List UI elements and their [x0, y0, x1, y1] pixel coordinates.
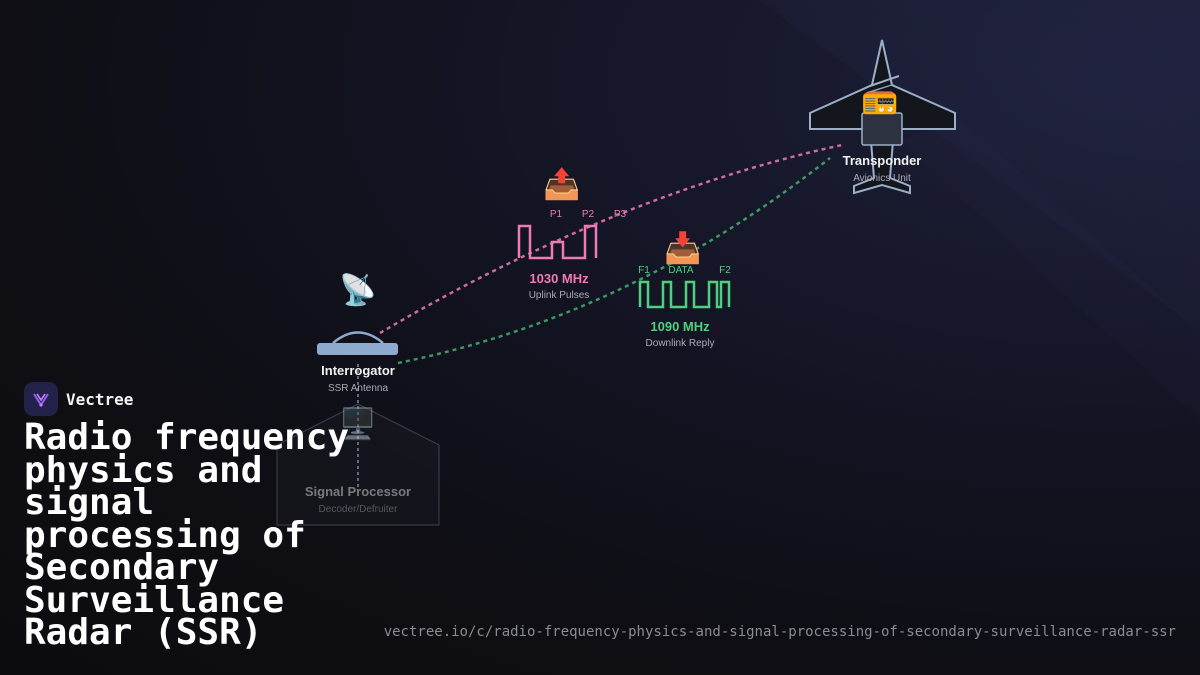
uplink-pulse-label: P2	[581, 209, 595, 220]
downlink-pulse-label: F1	[638, 265, 650, 276]
uplink-path	[379, 143, 843, 335]
processor-label: Signal Processor Decoder/Defruiter	[288, 484, 428, 515]
downlink-path	[397, 157, 831, 365]
uplink-pulse-label: P3	[613, 209, 627, 220]
vectree-logo-icon	[24, 382, 58, 416]
brand: Vectree	[24, 382, 133, 416]
uplink-pulse-train	[517, 224, 598, 260]
transponder-title: Transponder	[842, 153, 922, 168]
downlink-frequency: 1090 MHz	[650, 319, 710, 334]
uplink-caption: Uplink Pulses	[528, 290, 590, 301]
transponder-label: Transponder Avionics Unit	[822, 153, 942, 184]
page-url[interactable]: vectree.io/c/radio-frequency-physics-and…	[383, 624, 1176, 640]
brand-name: Vectree	[66, 389, 134, 409]
antenna-dome	[332, 331, 384, 344]
downlink-pulse-train	[638, 280, 731, 309]
outbox-tray-icon: 📤	[543, 168, 581, 201]
transponder-subtitle: Avionics Unit	[853, 173, 911, 184]
inbox-tray-icon: 📥	[664, 232, 702, 265]
downlink-caption: Downlink Reply	[645, 338, 715, 349]
page-title: Radio frequency physics and signal proce…	[24, 417, 350, 653]
processor-subtitle: Decoder/Defruiter	[318, 504, 398, 515]
desktop-computer-icon: 🖥️	[339, 408, 377, 441]
transponder-box	[861, 112, 903, 146]
downlink-pulse-label: F2	[719, 265, 731, 276]
processor-housing	[276, 403, 440, 526]
interrogator-subtitle: SSR Antenna	[327, 383, 389, 394]
radio-icon: 📻	[861, 82, 899, 115]
satellite-dish-icon: 📡	[339, 274, 377, 307]
processor-title: Signal Processor	[304, 484, 412, 499]
uplink-frequency: 1030 MHz	[529, 271, 589, 286]
interrogator-label: Interrogator SSR Antenna	[298, 363, 418, 394]
downlink-pulse-label: DATA	[668, 265, 694, 276]
antenna-base	[317, 343, 398, 355]
interrogator-title: Interrogator	[321, 363, 395, 378]
uplink-pulse-label: P1	[549, 209, 563, 220]
